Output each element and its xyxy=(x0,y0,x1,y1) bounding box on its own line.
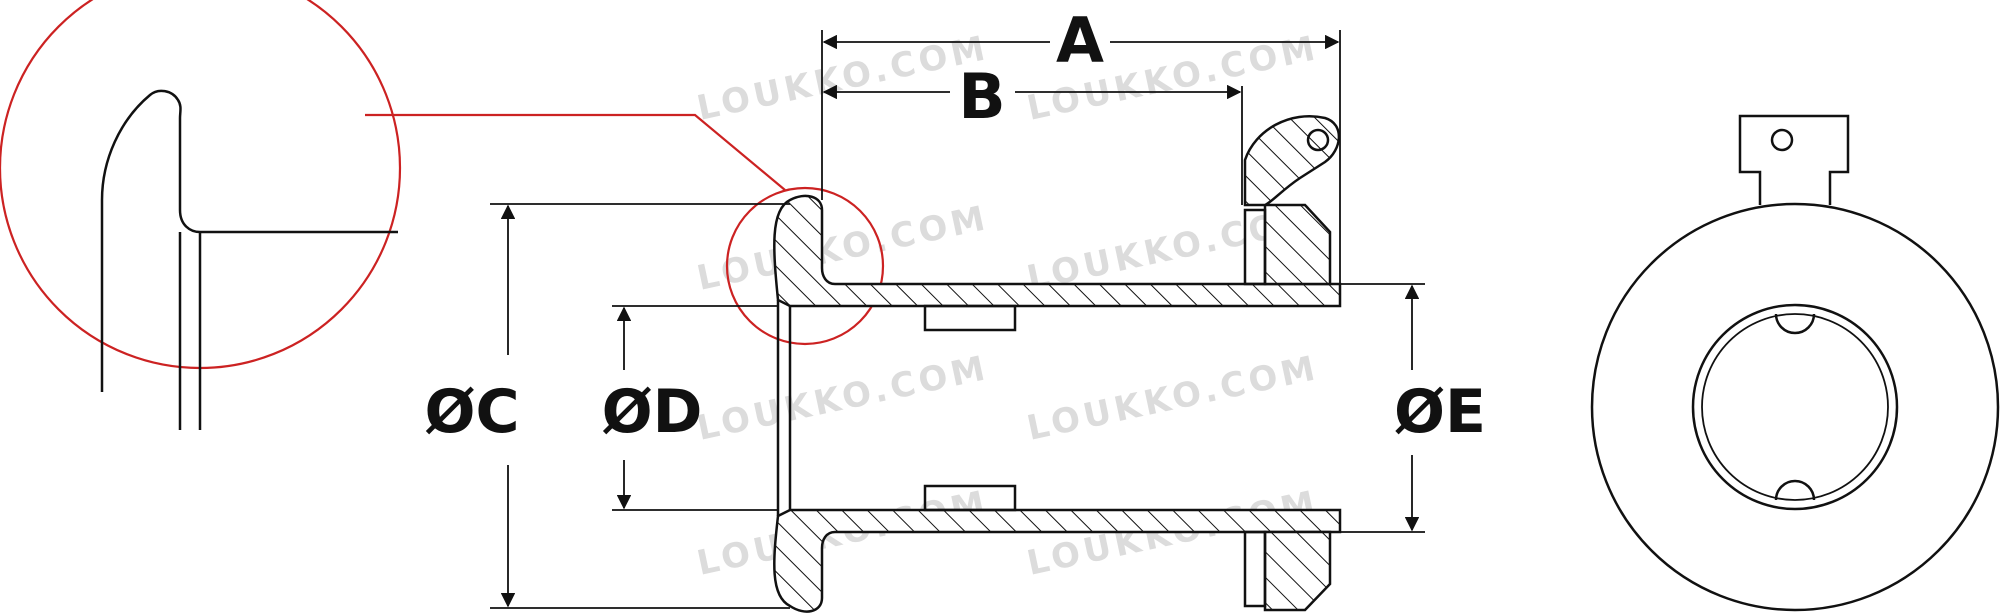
dimensions: A B ØC ØD ØE xyxy=(424,4,1486,609)
nut-lower-section xyxy=(1263,530,1332,612)
end-view-bore-outer xyxy=(1691,303,1899,511)
washer-upper xyxy=(1243,208,1267,286)
dim-e-label: ØE xyxy=(1394,377,1486,447)
detail-magnifier xyxy=(0,0,885,430)
detail-circle-small xyxy=(725,186,885,346)
detail-flange-edge xyxy=(100,89,398,392)
watermark-6: LOUKKO.COM xyxy=(1024,348,1323,449)
locking-tab-hole xyxy=(1306,128,1330,152)
watermark-1: LOUKKO.COM xyxy=(694,28,993,129)
end-view-tab-hole xyxy=(1770,128,1794,152)
watermark-5: LOUKKO.COM xyxy=(694,348,993,449)
end-view-notch-top xyxy=(1774,313,1816,335)
detail-connector-line xyxy=(365,113,786,191)
dim-b-label: B xyxy=(958,60,1005,133)
end-view-bore-inner xyxy=(1701,313,1889,501)
locking-tab xyxy=(1243,115,1341,207)
keyway-slot-top xyxy=(923,304,1017,332)
end-view-tab xyxy=(1738,114,1850,205)
end-view xyxy=(1590,114,2000,612)
end-view-notch-bottom xyxy=(1774,479,1816,501)
watermark-7: LOUKKO.COM xyxy=(694,483,993,584)
washer-lower xyxy=(1243,530,1267,608)
main-section xyxy=(773,115,1342,613)
end-view-outer-flange xyxy=(1590,202,2000,612)
dim-d-label: ØD xyxy=(602,377,703,447)
keyway-slot-bottom xyxy=(923,484,1017,512)
nut-upper-section xyxy=(1263,203,1332,286)
dim-a-label: A xyxy=(1056,4,1104,77)
dim-c-label: ØC xyxy=(424,377,519,447)
upper-wall-section xyxy=(773,194,1342,308)
lower-wall-section xyxy=(773,508,1342,613)
